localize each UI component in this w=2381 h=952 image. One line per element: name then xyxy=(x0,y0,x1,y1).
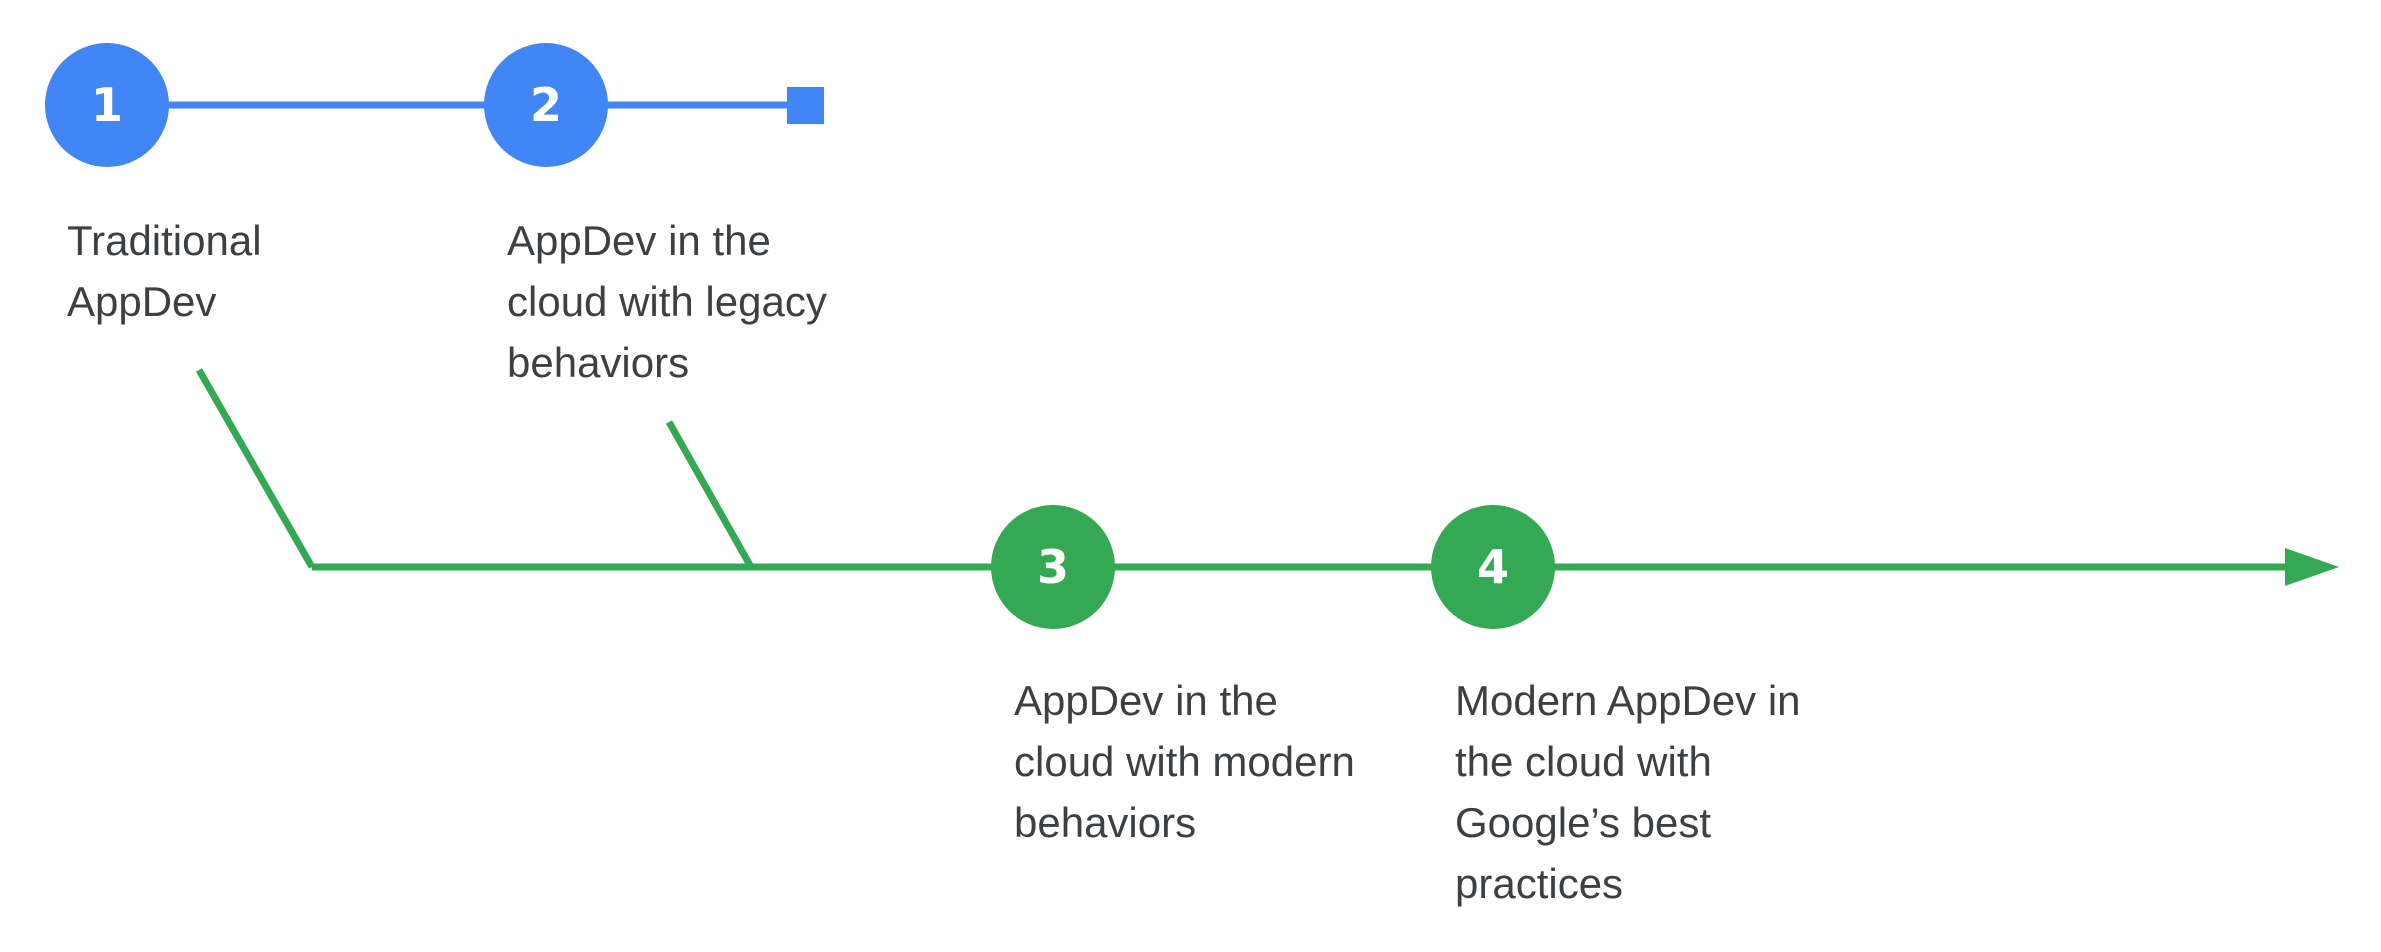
step-node-3: 3 xyxy=(991,505,1115,629)
step-number-3: 3 xyxy=(1037,540,1069,594)
step-caption-3: AppDev in the cloud with modern behavior… xyxy=(1014,670,1355,853)
step-node-2: 2 xyxy=(484,43,608,167)
caption-line: Google’s best xyxy=(1455,799,1712,846)
caption-line: AppDev in the xyxy=(507,217,771,264)
step-node-1: 1 xyxy=(45,43,169,167)
caption-line: the cloud with xyxy=(1455,738,1712,785)
step-number-1: 1 xyxy=(91,78,123,132)
green-track-arrow-head xyxy=(2285,548,2339,586)
caption-line: AppDev xyxy=(67,278,217,325)
caption-line: cloud with modern xyxy=(1014,738,1355,785)
step-caption-1: Traditional AppDev xyxy=(67,210,262,332)
caption-line: Traditional xyxy=(67,217,262,264)
connector-step-2 xyxy=(665,420,755,569)
step-caption-4: Modern AppDev in the cloud with Google’s… xyxy=(1455,670,1801,914)
step-node-4: 4 xyxy=(1431,505,1555,629)
caption-line: behaviors xyxy=(507,339,690,386)
caption-line: AppDev in the xyxy=(1014,677,1278,724)
connector-step-1 xyxy=(195,368,316,569)
step-number-2: 2 xyxy=(530,78,562,132)
caption-line: behaviors xyxy=(1014,799,1197,846)
caption-line: practices xyxy=(1455,860,1624,907)
blue-track-end-square xyxy=(787,87,824,124)
caption-line: Modern AppDev in xyxy=(1455,677,1801,724)
step-caption-2: AppDev in the cloud with legacy behavior… xyxy=(507,210,827,393)
step-number-4: 4 xyxy=(1477,540,1509,594)
caption-line: cloud with legacy xyxy=(507,278,827,325)
